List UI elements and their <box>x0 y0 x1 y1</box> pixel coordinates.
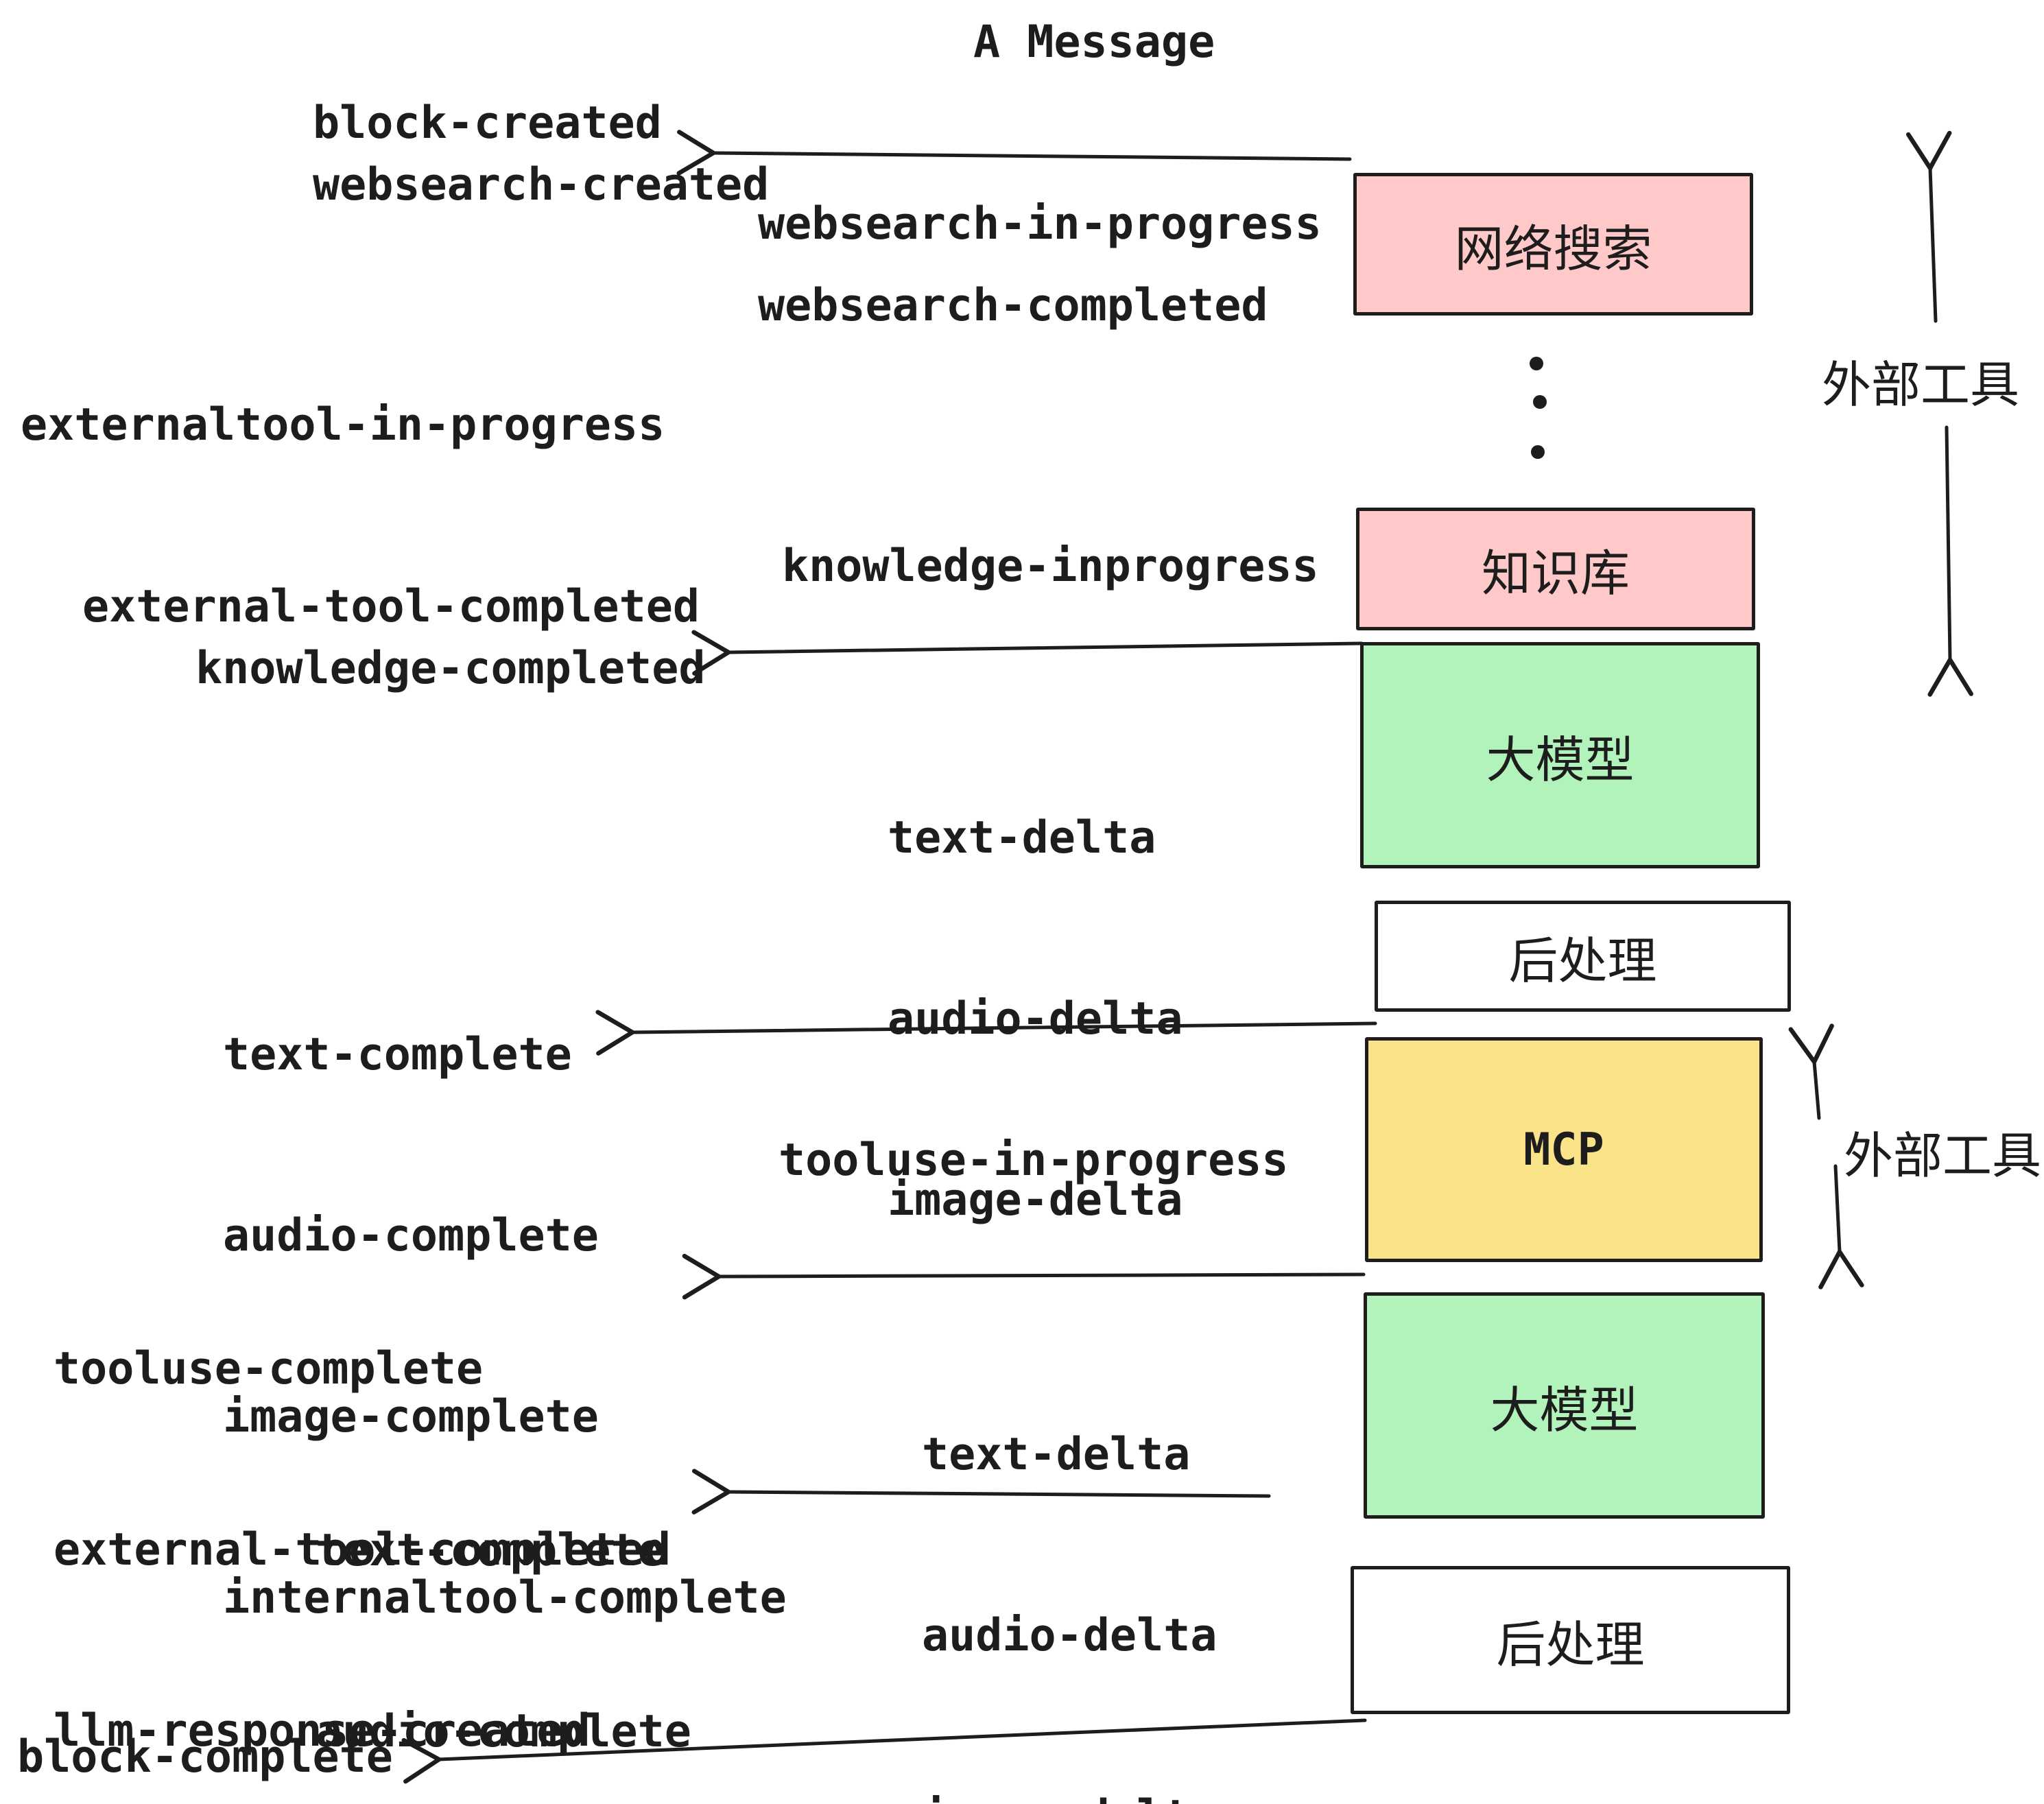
external-tools-arrow-up-2 <box>1788 1023 1834 1120</box>
box-llm-2: 大模型 <box>1364 1292 1765 1519</box>
event-audio-complete-2: audio-complete <box>316 1706 691 1757</box>
event-group-delta-1: text-delta audio-delta image-delta <box>888 687 1183 1351</box>
event-text-delta: text-delta <box>888 812 1156 864</box>
external-tools-arrow-down-1 <box>1927 425 1973 697</box>
box-mcp-label: MCP <box>1523 1124 1604 1176</box>
box-postprocess-2: 后处理 <box>1351 1566 1790 1714</box>
event-external-tool-completed: external-tool-completed <box>82 581 700 632</box>
event-audio-delta: audio-delta <box>888 993 1183 1045</box>
external-tools-label-mid: 外部工具 <box>1844 1127 2042 1185</box>
event-block-complete: block-complete <box>17 1731 393 1783</box>
box-llm-1: 大模型 <box>1360 642 1760 868</box>
event-external-tool-completed-2: external-tool-completed <box>54 1524 672 1576</box>
box-websearch-label: 网络搜索 <box>1454 219 1652 278</box>
ellipsis-dots-icon <box>1530 357 1547 459</box>
event-audio-delta-2: audio-delta <box>922 1610 1217 1661</box>
event-image-complete: image-complete <box>223 1391 599 1443</box>
event-externaltool-in-progress: externaltool-in-progress <box>21 399 665 451</box>
event-group-complete-1: text-complete audio-complete image-compl… <box>223 904 787 1749</box>
box-knowledge: 知识库 <box>1356 508 1755 630</box>
event-image-delta: image-delta <box>888 1174 1183 1226</box>
box-websearch: 网络搜索 <box>1353 173 1753 316</box>
event-knowledge-completed: knowledge-completed <box>195 643 706 694</box>
event-group-delta-2: text-delta audio-delta image-delta <box>922 1304 1217 1804</box>
external-tools-arrow-down-2 <box>1818 1164 1864 1290</box>
external-tools-label-top: 外部工具 <box>1822 356 2020 414</box>
event-text-complete: text-complete <box>223 1029 572 1080</box>
box-postprocess-1-label: 后处理 <box>1508 931 1657 990</box>
box-mcp: MCP <box>1365 1037 1763 1262</box>
event-audio-complete: audio-complete <box>223 1210 599 1261</box>
box-postprocess-2-label: 后处理 <box>1496 1615 1645 1674</box>
event-knowledge-inprogress: knowledge-inprogress <box>782 541 1319 592</box>
event-websearch-in-progress: websearch-in-progress <box>758 198 1322 250</box>
event-tooluse-in-progress: tooluse-in-progress <box>779 1135 1289 1186</box>
arrow-websearch-to-block-created <box>676 130 1352 176</box>
event-websearch-completed: websearch-completed <box>758 280 1268 331</box>
event-block-created: block-created <box>313 97 662 149</box>
event-group-tooluse: tooluse-complete external-tool-completed… <box>54 1218 671 1804</box>
event-tooluse-complete: tooluse-complete <box>54 1343 484 1394</box>
event-text-complete-2: text-complete <box>316 1525 665 1576</box>
page-title: A Message <box>973 16 1215 68</box>
event-websearch-created: websearch-created <box>313 159 770 211</box>
event-llm-response-created: llm-response-created <box>54 1705 591 1757</box>
event-image-delta-2: image-delta <box>922 1787 1217 1804</box>
box-llm-1-label: 大模型 <box>1486 731 1635 789</box>
box-knowledge-label: 知识库 <box>1481 545 1630 602</box>
event-group-complete-2: text-complete audio-complete image-compl… <box>316 1400 879 1804</box>
event-text-delta-2: text-delta <box>922 1429 1191 1480</box>
event-internaltool-complete: internaltool-complete <box>223 1572 787 1624</box>
box-llm-2-label: 大模型 <box>1490 1381 1639 1439</box>
arrow-llm1-to-knowledge-completed <box>691 630 1364 676</box>
external-tools-arrow-up-1 <box>1905 130 1952 323</box>
box-postprocess-1: 后处理 <box>1375 901 1791 1012</box>
